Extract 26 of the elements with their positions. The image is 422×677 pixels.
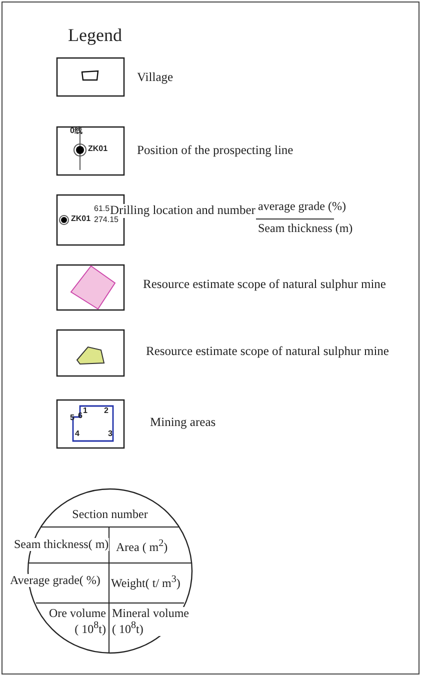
corner-number: 2 — [104, 407, 108, 416]
corner-number: 1 — [83, 407, 88, 416]
legend-label: Village — [137, 71, 174, 85]
legend-label: Mining areas — [150, 416, 216, 430]
corner-number: 6 — [78, 412, 82, 421]
grade-value: 61.5 — [94, 205, 110, 214]
field-label: Weight( t/ m$^{3}$) — [111, 574, 180, 590]
legend-label: Resource estimate scope of natural sulphur mine — [146, 345, 389, 359]
legend-label: Drilling location and number — [110, 204, 256, 218]
thickness-value: 274.15 — [94, 216, 118, 225]
field-label: Average grade( %) — [10, 574, 100, 588]
fraction-denominator: Seam thickness (m) — [258, 222, 353, 236]
corner-number: 4 — [75, 430, 80, 439]
legend-title: Legend — [68, 26, 122, 46]
legend-label: Position of the prospecting line — [137, 144, 294, 158]
field-label: Seam thickness( m) — [14, 538, 109, 552]
section-heading: Section number — [72, 508, 148, 522]
hole-number: ZK01 — [88, 145, 108, 154]
field-label: Mineral volume ( 10$^{8}$t) — [112, 607, 192, 636]
field-label: Area ( m$^{2}$) — [116, 538, 168, 554]
hole-number: ZK01 — [71, 215, 91, 224]
corner-number: 3 — [108, 430, 112, 439]
fraction-numerator: average grade (%) — [258, 200, 346, 214]
field-label: Ore volume ( 10$^{8}$t) — [48, 607, 106, 636]
legend-label: Resource estimate scope of natural sulphur mine — [143, 278, 386, 292]
corner-number: 5 — [70, 414, 74, 423]
